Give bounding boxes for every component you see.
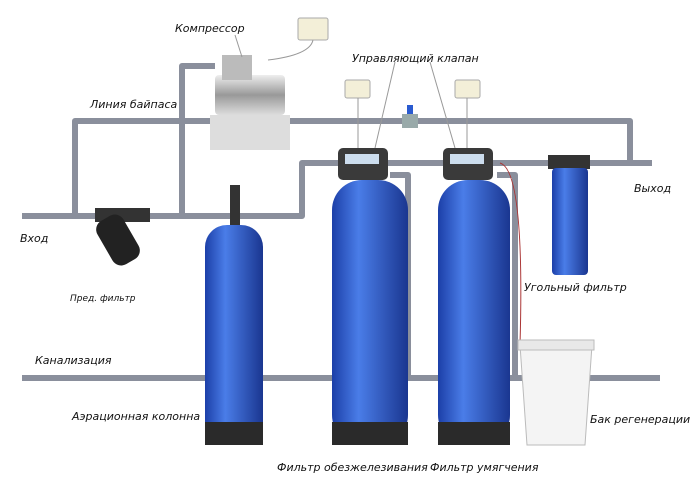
bypass-valve [402, 105, 418, 128]
label-inlet: Вход [20, 232, 49, 245]
aeration-column [205, 185, 263, 445]
regeneration-tank [517, 339, 595, 446]
drain-pipe-2 [497, 172, 518, 378]
label-control-valve: Управляющий клапан [352, 52, 479, 65]
label-sewer: Канализация [35, 354, 112, 367]
label-softening-filter: Фильтр умягчения [430, 461, 539, 474]
label-bypass-line: Линия байпаса [90, 98, 178, 111]
label-prefilter: Пред. фильтр [70, 294, 136, 304]
label-compressor: Компрессор [175, 22, 245, 35]
label-carbon-filter: Угольный фильтр [524, 281, 627, 294]
carbon-filter [548, 155, 590, 275]
label-regeneration-tank: Бак регенерации [590, 413, 691, 426]
compressor [210, 55, 290, 150]
bypass-pipe [72, 118, 633, 216]
label-outlet: Выход [634, 182, 672, 195]
label-aeration-column: Аэрационная колонна [72, 410, 201, 423]
prefilter [95, 208, 150, 266]
label-iron-removal-filter: Фильтр обезжелезивания [277, 461, 428, 474]
softening-filter [438, 148, 510, 445]
compressor-pipe [179, 63, 215, 216]
iron-removal-filter [332, 148, 408, 445]
